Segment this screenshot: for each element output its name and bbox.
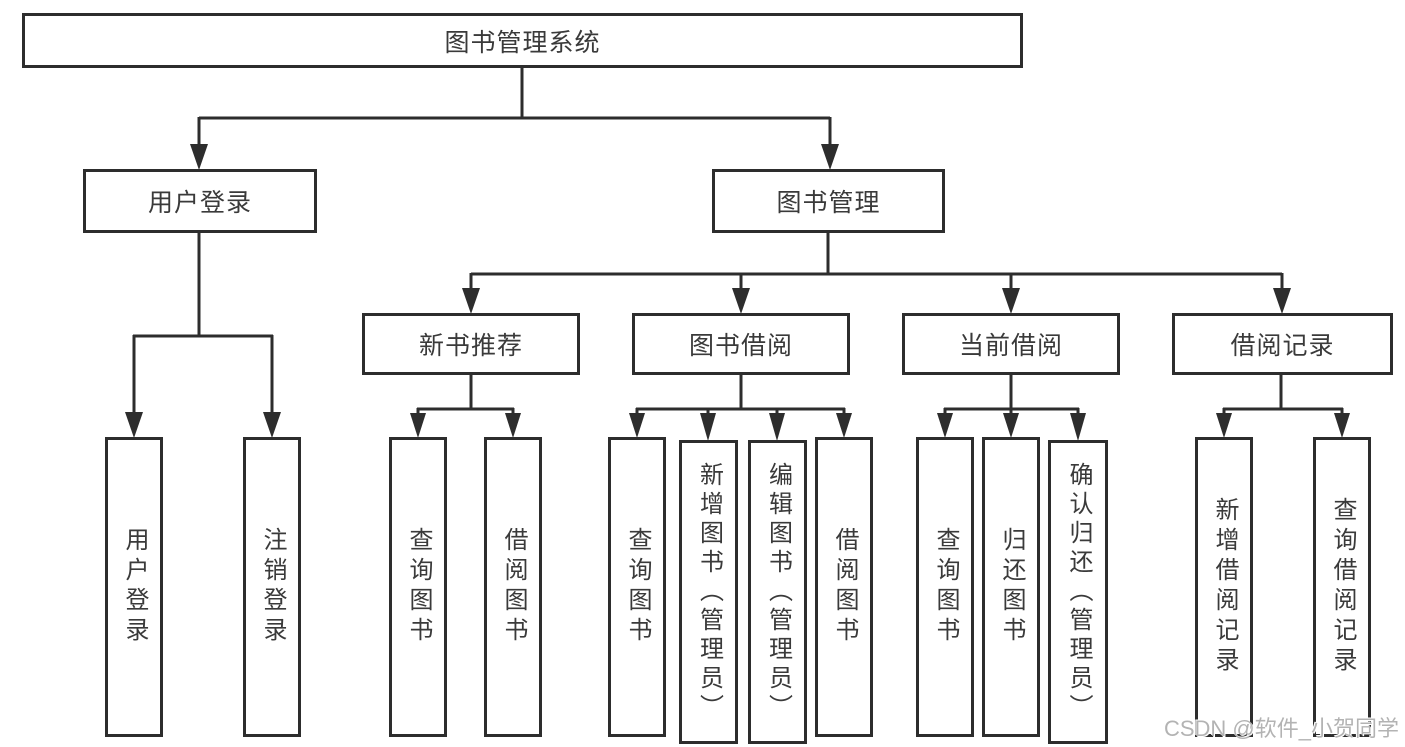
node-label: 当前借阅 [958,332,1063,360]
node-label: 借阅图书 [831,527,858,647]
leaf-user-login: 用户登录 [105,437,163,737]
leaf-query-books-recommend: 查询图书 [389,437,447,737]
node-label: 新增图书（管理员） [695,461,723,723]
node-label: 借阅记录 [1230,332,1335,360]
node-label: 查询图书 [932,527,959,647]
node-label: 查询借阅记录 [1329,497,1356,677]
node-label: 新书推荐 [418,332,523,360]
node-label: 确认归还（管理员） [1065,461,1092,723]
node-label: 新增借阅记录 [1211,497,1238,677]
node-book-borrow: 图书借阅 [632,313,850,375]
leaf-confirm-return-admin: 确认归还（管理员） [1048,440,1108,744]
node-label: 注销登录 [259,527,286,647]
node-label: 查询图书 [405,527,432,647]
node-root-library-system: 图书管理系统 [22,13,1023,68]
node-borrow-records: 借阅记录 [1172,313,1393,375]
node-label: 图书管理系统 [444,28,601,57]
node-label: 编辑图书（管理员） [764,461,792,723]
node-label: 用户登录 [147,189,252,217]
node-current-borrow: 当前借阅 [902,313,1120,375]
node-label: 用户登录 [121,527,148,647]
node-label: 图书管理 [776,189,881,217]
leaf-logout: 注销登录 [243,437,301,737]
leaf-query-books-current: 查询图书 [916,437,974,737]
leaf-borrow-book: 借阅图书 [815,437,873,737]
leaf-query-borrow-record: 查询借阅记录 [1313,437,1371,737]
node-user-login-branch: 用户登录 [83,169,317,233]
leaf-edit-book-admin: 编辑图书（管理员） [748,440,807,744]
node-new-book-recommend: 新书推荐 [362,313,580,375]
node-label: 归还图书 [998,527,1025,647]
node-label: 借阅图书 [500,527,527,647]
node-label: 查询图书 [624,527,651,647]
leaf-add-book-admin: 新增图书（管理员） [679,440,738,744]
node-book-management-branch: 图书管理 [712,169,945,233]
leaf-return-book: 归还图书 [982,437,1040,737]
leaf-borrow-books-recommend: 借阅图书 [484,437,542,737]
csdn-watermark: CSDN @软件_小贺同学 [1163,716,1399,741]
leaf-query-books-borrow: 查询图书 [608,437,666,737]
node-label: 图书借阅 [688,332,793,360]
leaf-add-borrow-record: 新增借阅记录 [1195,437,1253,737]
